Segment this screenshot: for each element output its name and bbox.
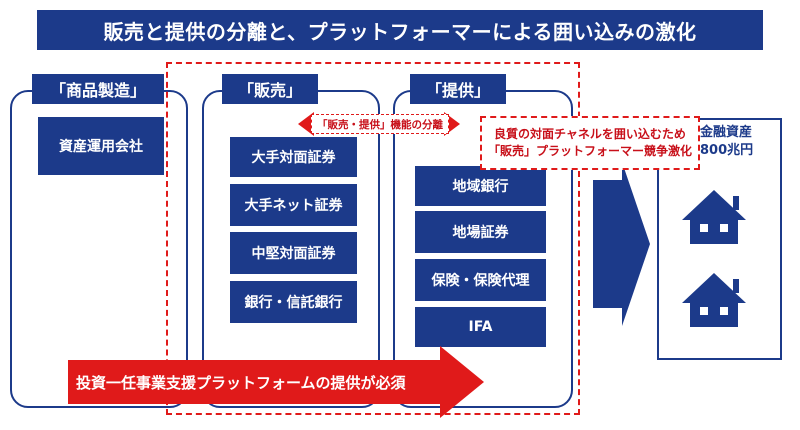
provision-header: 「提供」 bbox=[410, 74, 506, 104]
provision-item: IFA bbox=[415, 307, 546, 347]
provision-item: 地域銀行 bbox=[415, 166, 546, 206]
sales-item: 中堅対面証券 bbox=[230, 232, 357, 274]
financial-assets-amount: 800兆円 bbox=[700, 143, 754, 158]
sales-header: 「販売」 bbox=[222, 74, 318, 104]
financial-assets-title: 金融資産 bbox=[700, 125, 753, 140]
asset-management-box: 資産運用会社 bbox=[38, 117, 164, 175]
platform-callout-line2: 「販売」プラットフォーマー競争激化 bbox=[487, 144, 692, 158]
platform-provision-message: 投資一任事業支援プラットフォームの提供が必須 bbox=[76, 373, 406, 392]
sales-item: 銀行・信託銀行 bbox=[230, 281, 357, 323]
separation-callout: 「販売・提供」機能の分離 bbox=[311, 114, 449, 134]
platform-competition-callout: 良質の対面チャネルを囲い込むため 「販売」プラットフォーマー競争激化 bbox=[480, 116, 700, 170]
provision-item: 保険・保険代理 bbox=[415, 259, 546, 301]
flow-right-arrow bbox=[593, 162, 650, 326]
sales-item: 大手ネット証券 bbox=[230, 184, 357, 226]
sales-item: 大手対面証券 bbox=[230, 137, 357, 177]
provision-item: 地場証券 bbox=[415, 211, 546, 253]
page-title: 販売と提供の分離と、プラットフォーマーによる囲い込みの激化 bbox=[37, 10, 763, 50]
platform-callout-line1: 良質の対面チャネルを囲い込むため bbox=[494, 127, 686, 141]
financial-assets-label: 金融資産 800兆円 bbox=[700, 124, 780, 160]
manufacturing-header: 「商品製造」 bbox=[32, 74, 164, 104]
